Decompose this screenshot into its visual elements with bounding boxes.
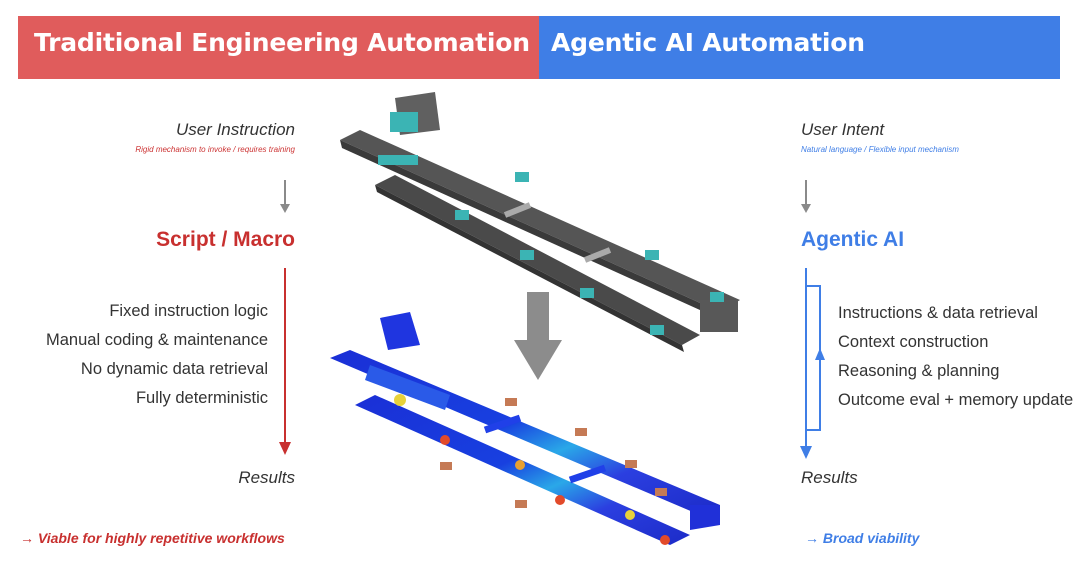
header-agentic-title: Agentic AI Automation [551,28,865,57]
script-traits-list: Fixed instruction logic Manual coding & … [46,300,268,416]
script-macro-label: Script / Macro [156,228,295,251]
user-instruction-label: User Instruction [175,120,295,139]
script-flow-arrow [279,268,291,455]
right-results-label: Results [801,468,858,487]
list-item: Instructions & data retrieval [838,304,1038,322]
list-item: Outcome eval + memory update [838,391,1074,409]
user-intent-label: User Intent [801,120,885,139]
right-input-arrow [801,180,811,213]
transform-down-arrow [514,292,562,380]
list-item: Context construction [838,333,989,351]
header-traditional: Traditional Engineering Automation [18,16,539,79]
header-agentic: Agentic AI Automation [539,16,1060,79]
list-item: No dynamic data retrieval [80,360,268,378]
user-intent-note: Natural language / Flexible input mechan… [801,145,959,154]
list-item: Fully deterministic [135,389,268,407]
agentic-steps-list: Instructions & data retrieval Context co… [838,302,1073,418]
left-footer-note: → Viable for highly repetitive workflows [20,530,285,546]
left-results-label: Results [238,468,295,487]
header-traditional-title: Traditional Engineering Automation [34,28,530,57]
list-item: Reasoning & planning [838,362,1000,380]
agentic-loop-arrow [800,268,825,459]
right-footer-note: → Broad viability [805,530,920,546]
agentic-ai-label: Agentic AI [801,228,905,251]
cad-chassis-image [340,92,740,352]
left-input-arrow [280,180,290,213]
fea-result-image [330,312,720,545]
user-instruction-note: Rigid mechanism to invoke / requires tra… [135,145,295,154]
list-item: Manual coding & maintenance [46,331,268,349]
list-item: Fixed instruction logic [109,302,268,320]
